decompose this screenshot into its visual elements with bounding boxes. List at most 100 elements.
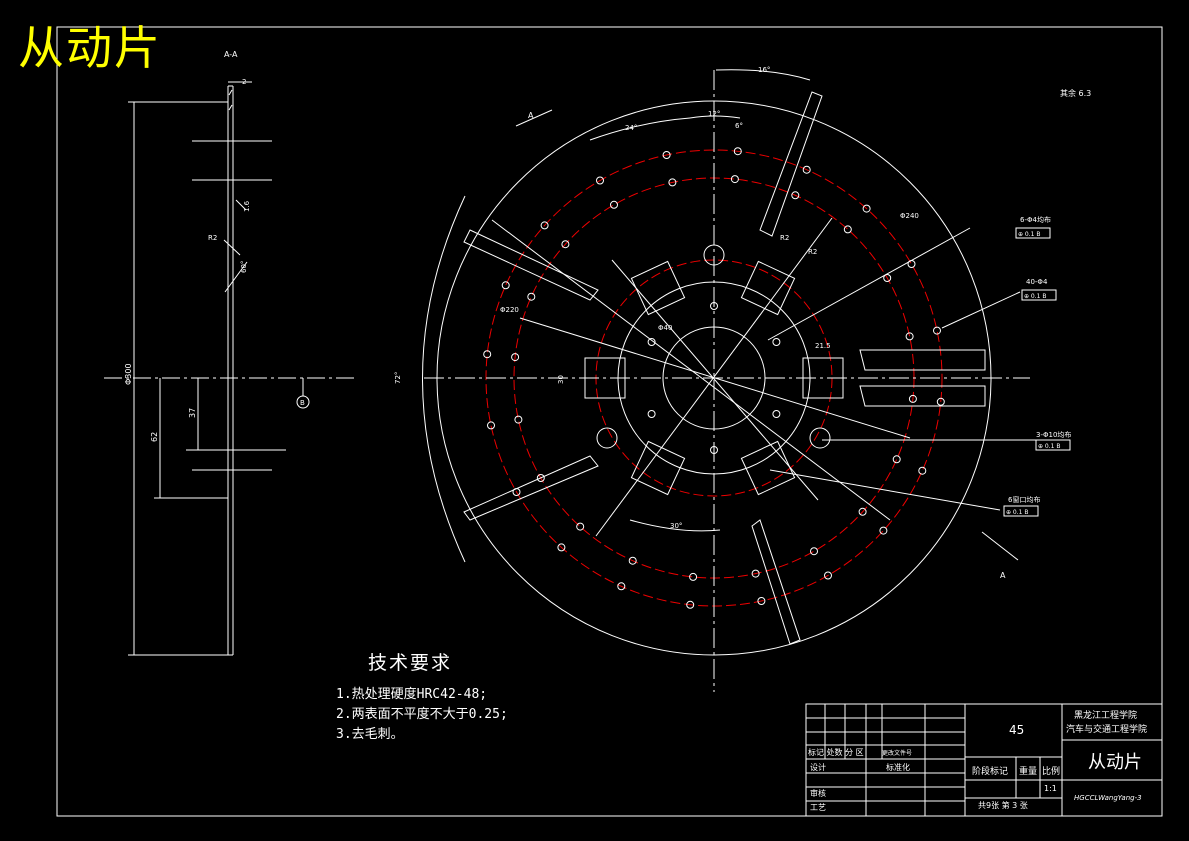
small-hole [686, 600, 695, 609]
small-hole [662, 151, 671, 159]
callout-tol: ⊕ 0.1 B [1024, 293, 1047, 300]
small-hole [487, 421, 495, 430]
small-hole [879, 526, 888, 535]
inner-hole [647, 338, 656, 346]
title-block [805, 703, 1163, 817]
tb-label-process: 工艺 [810, 803, 826, 812]
tb-label-scale: 比例 [1042, 765, 1060, 777]
small-hole [751, 569, 760, 578]
roughness-note: 其余 6.3 [1060, 88, 1091, 98]
callout-text: 6窗口均布 [1008, 495, 1040, 504]
view-a-top: A [528, 111, 534, 120]
dim-phi40: Φ40 [658, 324, 672, 332]
small-hole [757, 597, 766, 605]
dim-16: 16° [758, 66, 770, 74]
small-hole [628, 556, 637, 565]
hole-pattern [483, 147, 945, 609]
small-hole [907, 260, 916, 268]
callout-tol: ⊕ 0.1 B [1018, 231, 1041, 238]
datum-b: B [300, 399, 305, 407]
small-hole [610, 200, 618, 209]
dim-24: 24° [625, 124, 637, 132]
dim-phi240: Φ240 [900, 212, 919, 220]
small-hole [557, 543, 566, 552]
small-hole [576, 522, 585, 531]
tb-label-weight: 重量 [1019, 765, 1037, 777]
small-hole [883, 274, 892, 282]
tech-heading: 技术要求 [368, 652, 453, 674]
dim-30: 30° [670, 522, 682, 530]
dim-thickness: 2 [242, 78, 246, 86]
dim-small: 1.6 [243, 200, 251, 212]
dim-6: 6° [735, 122, 743, 130]
dim-62: 62 [150, 432, 159, 442]
section-view [104, 81, 358, 656]
dim-12: 12° [708, 110, 720, 118]
small-hole [843, 225, 852, 234]
small-hole [540, 221, 549, 230]
small-hole [810, 547, 818, 556]
section-label: A-A [224, 50, 238, 59]
dim-72: 72° [394, 372, 402, 384]
small-hole [936, 397, 945, 406]
small-hole [527, 292, 536, 301]
callout-tol: ⊕ 0.1 B [1038, 443, 1061, 450]
dim-r2b: R2 [808, 248, 817, 256]
dim-r2a: R2 [780, 234, 789, 242]
small-hole [892, 455, 901, 464]
inner-hole [647, 410, 656, 418]
small-hole [561, 240, 570, 249]
tb-scale: 1:1 [1044, 784, 1057, 793]
tb-label-design: 设计 [810, 762, 826, 772]
callout-text: 3-Φ10均布 [1036, 430, 1071, 439]
dim-21-5: 21.5 [815, 342, 831, 350]
small-hole [802, 165, 811, 174]
tech-item: 2.两表面不平度不大于0.25; [336, 707, 508, 722]
tb-label-marks: 标记 处数 分 区 [808, 747, 864, 757]
tb-school-1: 黑龙江工程学院 [1074, 709, 1137, 721]
inner-hole [772, 338, 781, 346]
small-hole [905, 332, 914, 341]
inner-hole [772, 410, 781, 418]
callout-tol: ⊕ 0.1 B [1006, 509, 1029, 516]
small-hole [862, 204, 871, 213]
tech-item: 1.热处理硬度HRC42-48; [336, 687, 488, 702]
dim-r2: R2 [208, 234, 217, 242]
inner-hole [710, 446, 718, 454]
tech-item: 3.去毛刺。 [336, 727, 404, 742]
small-hole [908, 394, 917, 403]
inner-hole [710, 302, 718, 310]
tb-sheets: 共9张 第 3 张 [978, 800, 1028, 810]
tb-material: 45 [1009, 723, 1024, 737]
small-hole [668, 178, 677, 187]
small-hole [512, 488, 521, 496]
page-title: 从动片 [18, 21, 162, 75]
small-hole [730, 175, 739, 184]
tech-requirements: 技术要求 1.热处理硬度HRC42-48; 2.两表面不平度不大于0.25; 3… [336, 648, 508, 745]
small-hole [733, 147, 742, 156]
tb-label-review: 审核 [810, 788, 826, 798]
small-hole [918, 466, 927, 475]
small-hole [501, 281, 510, 290]
small-hole [824, 571, 832, 580]
callout-text: 6-Φ4均布 [1020, 215, 1051, 224]
dim-angle: 60° [240, 261, 248, 273]
view-a-bottom: A [1000, 571, 1006, 580]
callouts: 6-Φ4均布 ⊕ 0.1 B 40-Φ4 ⊕ 0.1 B 3-Φ10均布 ⊕ 0… [1003, 215, 1071, 517]
outer-border [56, 26, 1163, 817]
dim-phi220: Φ220 [500, 306, 519, 314]
small-hole [791, 191, 800, 200]
tb-label-change: 更改文件号 [882, 749, 912, 757]
small-hole [511, 353, 520, 362]
dim-total: Φ300 [124, 363, 133, 385]
main-view [422, 69, 1036, 692]
small-hole [858, 507, 867, 516]
small-hole [933, 326, 941, 335]
dim-37: 37 [188, 408, 197, 418]
small-hole [536, 474, 545, 482]
callout-text: 40-Φ4 [1026, 278, 1048, 286]
tb-drawing-no: HGCCLWangYang-3 [1074, 794, 1142, 802]
tb-label-std: 标准化 [886, 762, 910, 772]
tb-part-name: 从动片 [1088, 752, 1142, 773]
